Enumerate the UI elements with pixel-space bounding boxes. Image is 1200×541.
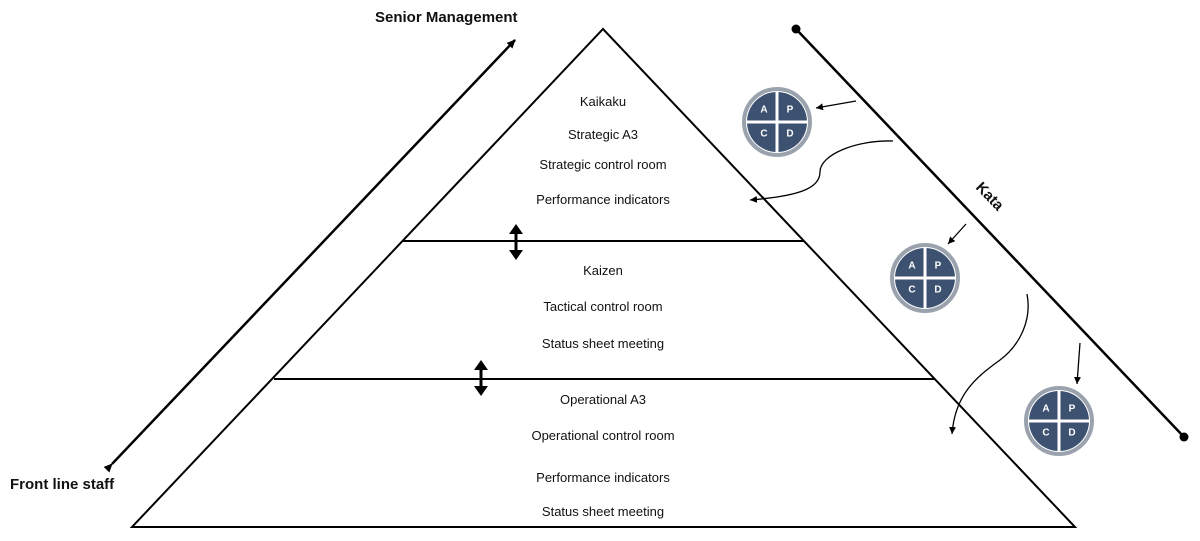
pdca-letter-do: D (1068, 428, 1075, 439)
tier-item: Status sheet meeting (542, 336, 664, 351)
pdca-letter-plan: P (1069, 404, 1076, 415)
kata-line (795, 28, 1185, 438)
pdca-letter-act: A (908, 261, 915, 272)
front-line-staff-label: Front line staff (10, 476, 115, 493)
hierarchy-axis-arrow (103, 39, 516, 473)
tier-item: Status sheet meeting (542, 504, 664, 519)
pdca-letter-act: A (1042, 404, 1049, 415)
kata-arrow-3 (1074, 342, 1082, 385)
kata-label: Kata (972, 179, 1007, 215)
kata-line-start-dot (791, 24, 801, 34)
pdca-cycle-icon: A P C D (890, 243, 960, 313)
strategic-tier: Kaikaku Strategic A3 Strategic control r… (536, 94, 670, 207)
pdca-letter-check: C (760, 129, 767, 140)
tier-item: Performance indicators (536, 470, 670, 485)
pdca-letter-check: C (908, 285, 915, 296)
kata-line-end-dot (1179, 432, 1189, 442)
feedback-arrow-operational (949, 293, 1029, 435)
tactical-tier: Kaizen Tactical control room Status shee… (542, 263, 664, 351)
tier-item: Operational A3 (560, 392, 646, 407)
pdca-letter-plan: P (787, 105, 794, 116)
tier-item: Performance indicators (536, 192, 670, 207)
tier-item: Strategic control room (539, 157, 666, 172)
pdca-letter-plan: P (935, 261, 942, 272)
kata-arrow-2 (947, 223, 967, 245)
feedback-arrow-strategic (749, 140, 894, 203)
tier-item: Kaikaku (580, 94, 626, 109)
pdca-letter-act: A (760, 105, 767, 116)
tier-item: Tactical control room (543, 299, 662, 314)
operational-tier: Operational A3 Operational control room … (531, 392, 674, 519)
pdca-letter-check: C (1042, 428, 1049, 439)
pdca-cycle-icon: A P C D (1024, 386, 1094, 456)
tier-item: Strategic A3 (568, 127, 638, 142)
kata-arrow-1 (815, 100, 857, 111)
tier-item: Kaizen (583, 263, 623, 278)
pdca-letter-do: D (786, 129, 793, 140)
senior-management-label: Senior Management (375, 9, 518, 26)
pdca-letter-do: D (934, 285, 941, 296)
tier-item: Operational control room (531, 428, 674, 443)
pdca-cycle-icon: A P C D (742, 87, 812, 157)
